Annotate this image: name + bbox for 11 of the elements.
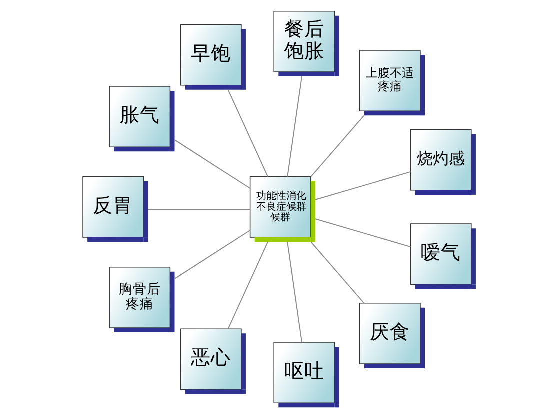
connector xyxy=(147,209,250,210)
connector xyxy=(310,242,364,304)
connector xyxy=(174,230,250,280)
connector xyxy=(286,76,302,178)
connector xyxy=(310,115,364,178)
connector xyxy=(227,89,268,178)
connector xyxy=(314,218,411,248)
connector xyxy=(314,171,411,200)
connector xyxy=(174,140,250,190)
connector xyxy=(286,242,302,343)
connector xyxy=(227,242,268,330)
